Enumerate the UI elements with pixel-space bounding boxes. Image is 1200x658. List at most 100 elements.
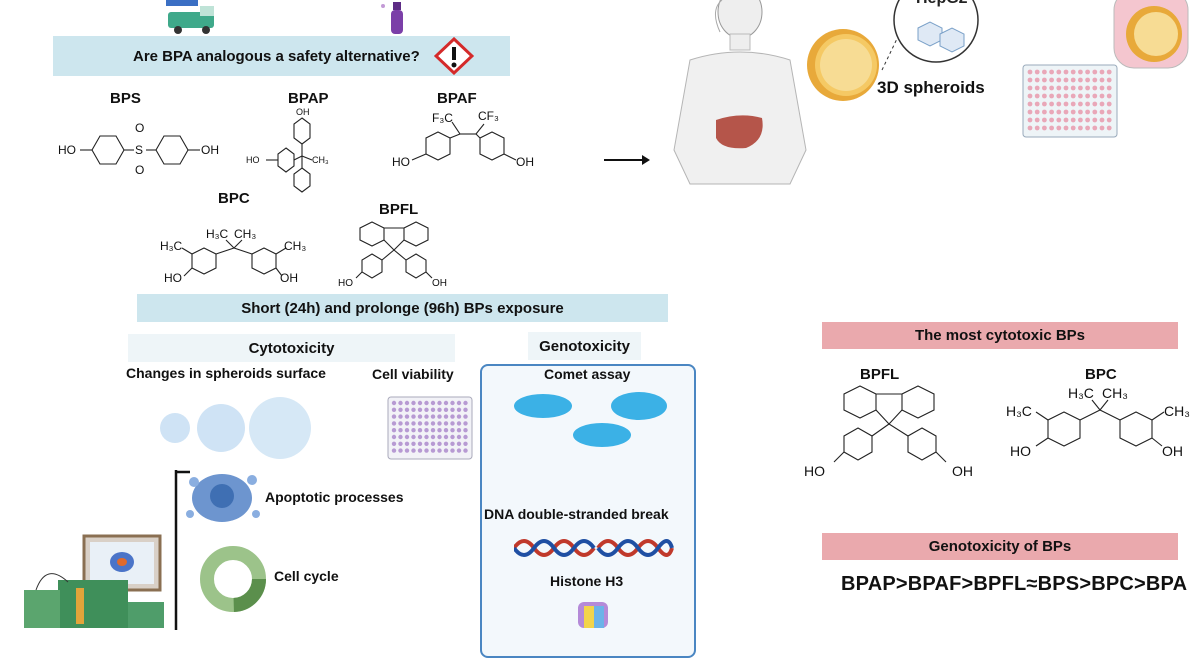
well [430,421,436,426]
well [456,441,462,446]
well [417,428,423,433]
genotoxicity-bps-banner: Genotoxicity of BPs [822,533,1178,560]
well [398,448,403,453]
exposure-banner: Short (24h) and prolonge (96h) BPs expos… [137,294,668,322]
well [430,414,436,419]
multiwell-plate-icon [1022,64,1118,138]
hepg2-label: HepG2 [916,0,968,8]
well [417,414,423,419]
well [1042,125,1047,131]
well [450,441,455,446]
histone-icon [578,602,608,628]
flow-arrow-icon [604,155,650,165]
well [437,407,442,412]
apoptotic-label: Apoptotic processes [265,489,404,505]
well [1106,101,1112,107]
genotoxicity-text: Genotoxicity [539,337,630,355]
well [424,441,429,446]
well [1056,101,1062,107]
well [1042,117,1047,123]
well [1078,93,1083,99]
well [391,448,397,453]
cytotoxicity-banner: Cytotoxicity [128,334,455,362]
well [1078,101,1083,107]
well [1027,101,1033,107]
bracket-line [174,470,190,630]
well [456,434,462,440]
well [1027,77,1033,83]
well [443,428,449,433]
bpfl-structure: HO OH [338,221,447,289]
bpap-ho: HO [246,155,260,165]
well [1049,69,1054,75]
bpap-label: BPAP [288,90,329,107]
well [1085,109,1090,115]
result-bpc-ho: HO [1010,443,1031,459]
bpaf-structure: F₃C CF₃ HO OH [392,109,534,169]
well [437,448,442,453]
bpap-structure: OH HO CH₃ [246,107,329,193]
well [1027,69,1033,75]
well [404,421,410,426]
well [1070,93,1076,99]
well [450,414,455,419]
well [443,407,449,412]
well [1099,69,1105,75]
well [398,400,403,406]
cell-cycle-label: Cell cycle [274,568,339,584]
well [404,448,410,453]
result-bpfl-oh: OH [952,463,973,479]
flow-cytometer-icon [24,534,164,628]
well [404,441,410,446]
well [1099,85,1105,91]
bpc-ch3-ring: CH₃ [284,239,306,253]
well [1085,101,1090,107]
well [1027,125,1033,131]
well [1078,117,1083,123]
well [443,448,449,453]
spray-bottle-icon [377,0,413,36]
well [1049,109,1054,115]
well [430,448,436,453]
well [424,448,429,453]
well [417,434,423,440]
result-bpfl-ho: HO [804,463,825,479]
well [430,400,436,406]
well [1056,77,1062,83]
well [456,400,462,406]
well [1063,69,1069,75]
well [1070,125,1076,131]
genotoxicity-bps-text: Genotoxicity of BPs [928,538,1072,555]
well [1078,85,1083,91]
bpfl-oh: OH [432,278,447,289]
well [456,421,462,426]
result-bpc-label: BPC [1085,366,1117,383]
comet-assay-label: Comet assay [544,366,631,382]
well [398,407,403,412]
well [1042,85,1047,91]
well [1085,93,1090,99]
well [1099,117,1105,123]
well [1063,101,1069,107]
well [1092,77,1098,83]
bpaf-cf3: CF₃ [478,109,499,123]
van-icon [166,0,226,34]
well [1042,69,1047,75]
result-bpc-h3c: H₃C [1068,385,1094,401]
well [1070,69,1076,75]
well [398,428,403,433]
result-bpc-structure: H₃C CH₃ H₃C CH₃ HO OH [1006,385,1190,459]
well [424,428,429,433]
well [463,414,468,419]
most-cytotoxic-banner: The most cytotoxic BPs [822,322,1178,349]
well [450,407,455,412]
bpc-structure: H₃C CH₃ H₃C CH₃ HO OH [160,227,306,285]
cell-cycle-icon [200,546,266,612]
well [417,421,423,426]
exposure-text: Short (24h) and prolonge (96h) BPs expos… [241,299,564,317]
bpap-ch3: CH₃ [312,155,329,165]
well [437,400,442,406]
petri-dish-icon [1113,0,1189,69]
well [1034,93,1040,99]
well [1049,117,1054,123]
